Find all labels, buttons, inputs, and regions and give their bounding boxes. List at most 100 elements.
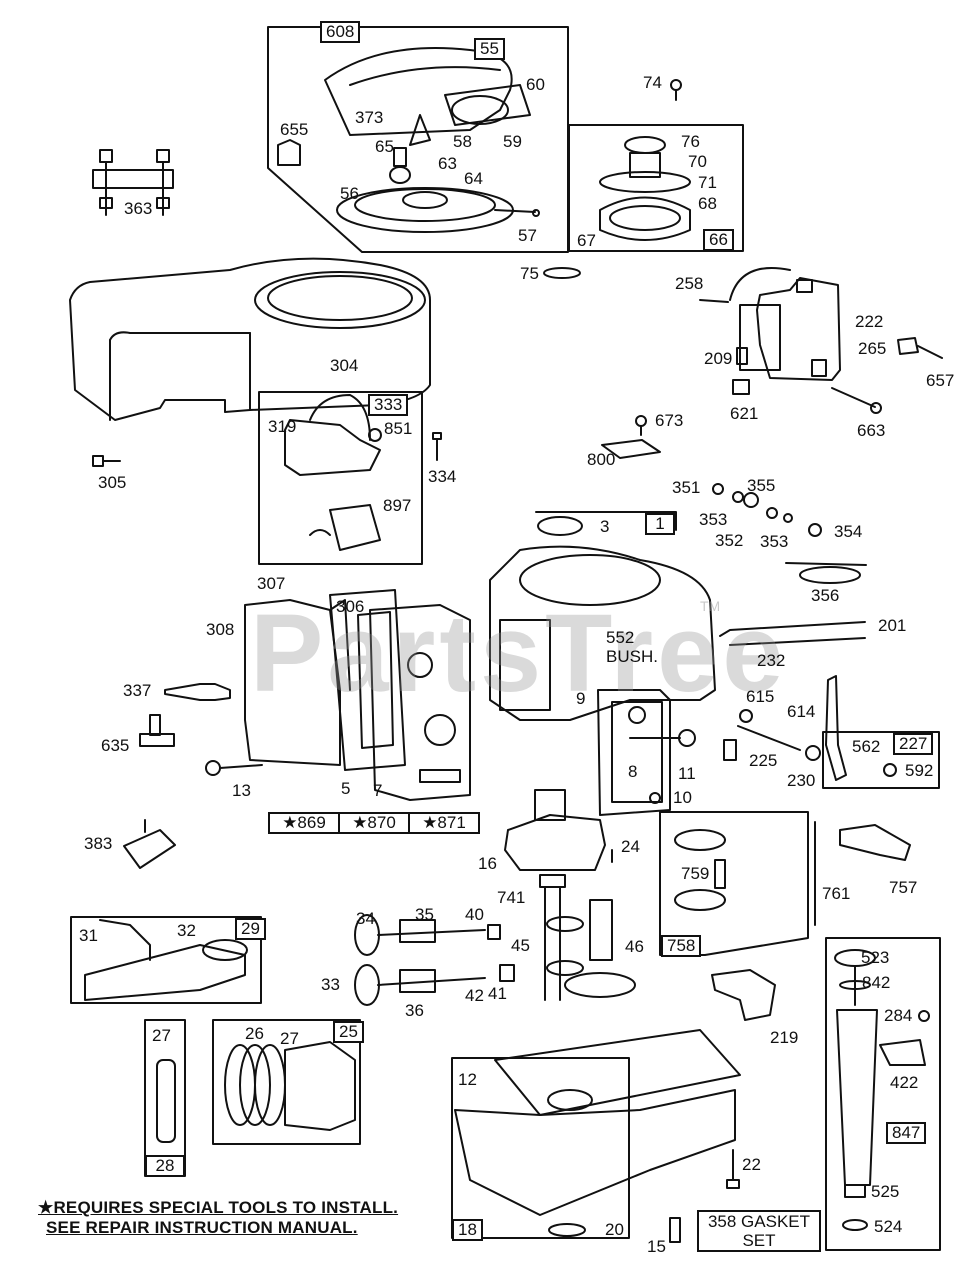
part-label: 70: [688, 152, 707, 171]
piston-assembly-25: [212, 1019, 361, 1145]
part-label: 22: [742, 1155, 761, 1174]
part-label: 897: [383, 496, 412, 515]
part-label: 41: [488, 984, 507, 1003]
washer-75: [543, 267, 581, 279]
part-label: 615: [746, 687, 775, 706]
part-label: 68: [698, 194, 717, 213]
part-label: 757: [889, 878, 918, 897]
assembly-label-608: 608: [320, 21, 361, 43]
breather-assembly-8: [597, 689, 696, 816]
governor-crank-225: [723, 709, 821, 761]
assembly-label-869: ★869: [268, 812, 340, 834]
link-757: [839, 824, 911, 861]
assembly-label-358-gasket-set: 358 GASKET SET: [697, 1210, 821, 1252]
bolt-334: [432, 432, 442, 461]
part-label: 67: [577, 231, 596, 250]
tensioner-assembly-758: [659, 811, 809, 956]
plug-15: [669, 1217, 681, 1243]
part-label: 265: [858, 339, 887, 358]
part-label: 352: [715, 531, 744, 550]
part-label: 621: [730, 404, 759, 423]
part-label: 9: [576, 689, 586, 708]
part-label: 31: [79, 926, 98, 945]
part-label: 525: [871, 1182, 900, 1201]
part-label: 592: [905, 761, 934, 780]
part-label: 64: [464, 169, 483, 188]
assembly-label-29: 29: [235, 918, 266, 940]
part-label: 304: [330, 356, 359, 375]
cylinder-head-308: [244, 599, 351, 766]
part-label: 800: [587, 450, 616, 469]
bracket-219: [711, 969, 776, 1021]
part-label: 657: [926, 371, 955, 390]
part-label: 20: [605, 1220, 624, 1239]
armature-assembly: [258, 391, 423, 565]
part-label: 5: [341, 779, 351, 798]
tool-383: [123, 819, 176, 869]
part-label: 355: [747, 476, 776, 495]
flywheel-assembly: [568, 124, 744, 252]
part-label: 319: [268, 417, 297, 436]
bolt-305: [92, 455, 121, 467]
spark-plug-337: [164, 683, 231, 701]
part-label: 562: [852, 737, 881, 756]
part-label: 15: [647, 1237, 666, 1256]
watermark: PartsTree: [250, 592, 788, 715]
part-label: 842: [862, 973, 891, 992]
part-label: 34: [356, 909, 375, 928]
bolt-13: [205, 760, 263, 776]
part-label: 663: [857, 421, 886, 440]
part-label: 230: [787, 771, 816, 790]
part-label: 741: [497, 888, 526, 907]
head-gasket-306: [329, 589, 406, 771]
footnote-line-1: ★REQUIRES SPECIAL TOOLS TO INSTALL.: [38, 1198, 399, 1217]
part-label: 42: [465, 986, 484, 1005]
governor-link-201: [719, 621, 866, 637]
part-label: 3: [600, 517, 610, 536]
part-label: 201: [878, 616, 907, 635]
screw-74: [670, 79, 682, 101]
part-label: 32: [177, 921, 196, 940]
part-label: 65: [375, 137, 394, 156]
oil-sump-18: [451, 1029, 741, 1239]
assembly-label-66: 66: [703, 229, 734, 251]
valve-exhaust-33: [354, 964, 515, 1006]
part-label: 337: [123, 681, 152, 700]
part-label: 35: [415, 905, 434, 924]
assembly-label-847: 847: [886, 1122, 927, 1144]
part-label: 351: [672, 478, 701, 497]
dipstick-assembly-847: [825, 937, 941, 1251]
part-label: 74: [643, 73, 662, 92]
part-label: 16: [478, 854, 497, 873]
wire-356: [785, 562, 867, 584]
footnote-line-2: SEE REPAIR INSTRUCTION MANUAL.: [46, 1218, 358, 1237]
ignition-module-222: [699, 267, 841, 381]
part-label: 63: [438, 154, 457, 173]
part-label: 614: [787, 702, 816, 721]
part-label: 308: [206, 620, 235, 639]
part-label: 655: [280, 120, 309, 139]
assembly-label-870: ★870: [338, 812, 410, 834]
part-label: 26: [245, 1024, 264, 1043]
part-label: 306: [336, 597, 365, 616]
part-label: 334: [428, 467, 457, 486]
part-label: 673: [655, 411, 684, 430]
bracket-363: [92, 149, 174, 216]
small-parts-ignition: [732, 337, 943, 414]
part-label: 57: [518, 226, 537, 245]
part-label: 209: [704, 349, 733, 368]
part-label: 759: [681, 864, 710, 883]
rewind-starter-assembly: [267, 26, 569, 253]
part-label: 45: [511, 936, 530, 955]
assembly-label-18: 18: [452, 1219, 483, 1241]
part-label: 219: [770, 1028, 799, 1047]
part-label: 284: [884, 1006, 913, 1025]
part-label: 59: [503, 132, 522, 151]
part-label: 11: [678, 764, 696, 783]
watermark-trademark: TM: [700, 598, 721, 614]
part-label: 36: [405, 1001, 424, 1020]
part-label: 353: [699, 510, 728, 529]
part-label: 851: [384, 419, 413, 438]
part-label: 56: [340, 184, 359, 203]
part-label: 354: [834, 522, 863, 541]
